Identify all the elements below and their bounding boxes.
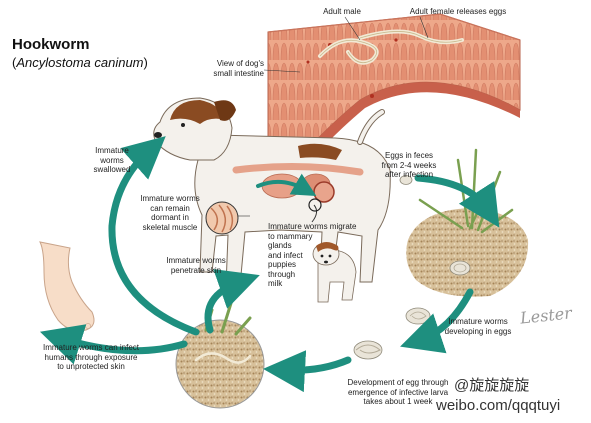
soil-circle-bottom (175, 298, 265, 409)
leader-adult-female (419, 16, 429, 39)
label-view-intestine: View of dog's small intestine (213, 59, 264, 78)
puppy-illustration (312, 242, 357, 303)
watermark-handle: @旋旋旋旋 (454, 377, 530, 394)
human-foot (39, 241, 95, 334)
label-immature-swallowed: Immature worms swallowed (93, 146, 131, 174)
leader-adult-male (344, 16, 361, 41)
diagram-subtitle: (Ancylostoma caninum) (12, 55, 148, 70)
muscle-inset (205, 201, 250, 235)
leader-intestine (263, 69, 301, 73)
label-immature-dormant: Immature worms can remain dormant in ske… (140, 194, 200, 232)
label-adult-female: Adult female releases eggs (409, 7, 507, 16)
label-immature-developing: Immature worms developing in eggs (444, 317, 512, 336)
lifecycle-arrows (39, 136, 500, 393)
label-eggs-feces: Eggs in feces from 2-4 weeks after infec… (381, 151, 437, 179)
species-name: Ancylostoma caninum (16, 55, 144, 70)
label-immature-penetrate: Immature worms penetrate skin (166, 256, 226, 275)
diagram-title: Hookworm (12, 36, 90, 53)
migration-path (311, 204, 318, 223)
watermark-url: weibo.com/qqqtuyi (436, 397, 561, 414)
label-immature-humans: Immature worms can infect humans through… (42, 343, 140, 371)
label-immature-migrate: Immature worms migrate to mammary glands… (268, 222, 357, 288)
label-adult-male: Adult male (323, 7, 361, 16)
adult-worms (318, 29, 464, 65)
mammary-gland-marker (308, 198, 322, 212)
label-development: Development of egg through emergence of … (347, 378, 449, 406)
